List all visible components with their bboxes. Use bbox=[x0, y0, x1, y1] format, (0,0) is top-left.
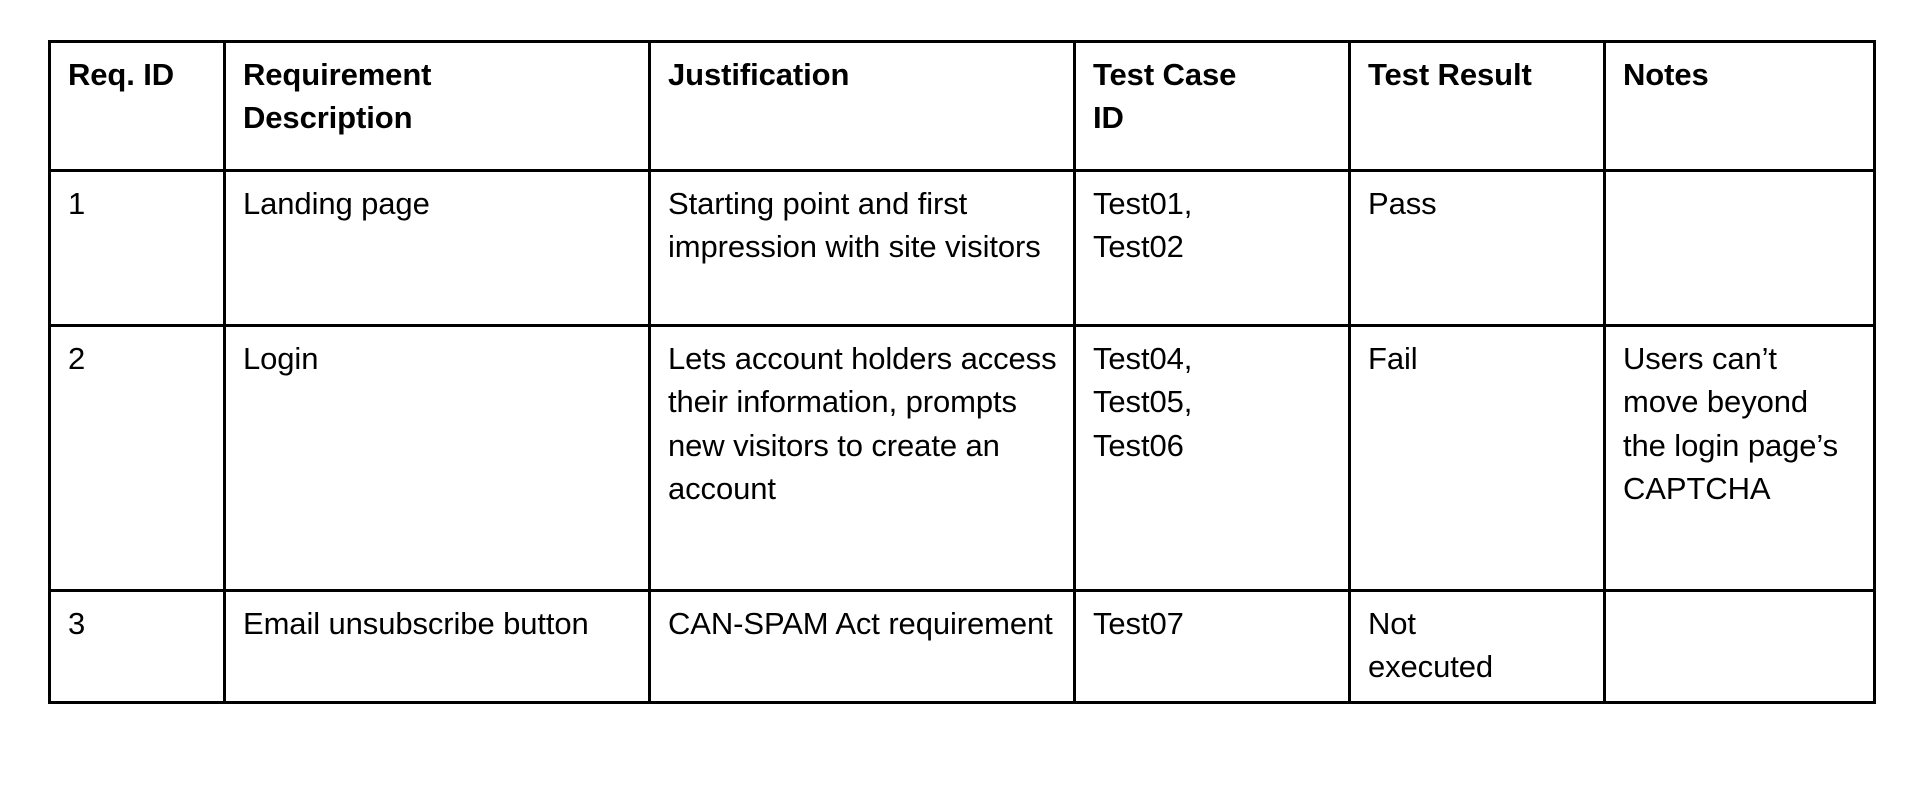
cell-test-result: Pass bbox=[1348, 169, 1606, 327]
cell-req-id-value: 2 bbox=[68, 341, 86, 376]
cell-test-result-value: Fail bbox=[1368, 341, 1418, 376]
cell-test-case-id: Test04, Test05, Test06 bbox=[1073, 324, 1351, 592]
cell-test-result: Fail bbox=[1348, 324, 1606, 592]
column-header-requirement-description: Requirement Description bbox=[223, 40, 651, 172]
cell-requirement-description-value: Email unsubscribe button bbox=[243, 606, 589, 641]
table-body: 1 Landing page Starting point and first … bbox=[48, 169, 1876, 704]
cell-req-id: 2 bbox=[48, 324, 226, 592]
cell-requirement-description: Email unsubscribe button bbox=[223, 589, 651, 704]
column-header-req-id-label: Req. ID bbox=[68, 57, 175, 92]
cell-req-id-value: 3 bbox=[68, 606, 86, 641]
cell-test-case-id-value: Test07 bbox=[1093, 606, 1184, 641]
column-header-justification-label: Justification bbox=[668, 57, 850, 92]
cell-req-id-value: 1 bbox=[68, 186, 86, 221]
cell-test-case-id-value: Test04, Test05, Test06 bbox=[1093, 341, 1193, 463]
table-row: 1 Landing page Starting point and first … bbox=[48, 169, 1876, 327]
cell-justification-value: CAN-SPAM Act requirement bbox=[668, 606, 1053, 641]
table-row: 3 Email unsubscribe button CAN-SPAM Act … bbox=[48, 589, 1876, 704]
table-header: Req. ID Requirement Description Justific… bbox=[48, 40, 1876, 172]
cell-justification: CAN-SPAM Act requirement bbox=[648, 589, 1076, 704]
cell-requirement-description: Landing page bbox=[223, 169, 651, 327]
cell-test-case-id: Test01, Test02 bbox=[1073, 169, 1351, 327]
cell-notes bbox=[1603, 589, 1876, 704]
column-header-test-case-id: Test Case ID bbox=[1073, 40, 1351, 172]
cell-requirement-description: Login bbox=[223, 324, 651, 592]
column-header-notes-label: Notes bbox=[1623, 57, 1709, 92]
cell-justification-value: Starting point and first impression with… bbox=[668, 186, 1041, 265]
cell-req-id: 1 bbox=[48, 169, 226, 327]
column-header-requirement-description-label: Requirement Description bbox=[243, 57, 432, 136]
cell-notes bbox=[1603, 169, 1876, 327]
column-header-req-id: Req. ID bbox=[48, 40, 226, 172]
cell-requirement-description-value: Landing page bbox=[243, 186, 430, 221]
table-header-row: Req. ID Requirement Description Justific… bbox=[48, 40, 1876, 172]
cell-justification-value: Lets account holders access their inform… bbox=[668, 341, 1057, 507]
requirements-traceability-table: Req. ID Requirement Description Justific… bbox=[48, 40, 1876, 704]
cell-notes-value: Users can’t move beyond the login page’s… bbox=[1623, 341, 1839, 507]
cell-test-case-id: Test07 bbox=[1073, 589, 1351, 704]
table-row: 2 Login Lets account holders access thei… bbox=[48, 324, 1876, 592]
column-header-test-case-id-label: Test Case ID bbox=[1093, 57, 1237, 136]
cell-test-case-id-value: Test01, Test02 bbox=[1093, 186, 1193, 265]
column-header-test-result: Test Result bbox=[1348, 40, 1606, 172]
column-header-notes: Notes bbox=[1603, 40, 1876, 172]
cell-test-result: Not executed bbox=[1348, 589, 1606, 704]
cell-justification: Lets account holders access their inform… bbox=[648, 324, 1076, 592]
cell-req-id: 3 bbox=[48, 589, 226, 704]
column-header-justification: Justification bbox=[648, 40, 1076, 172]
cell-justification: Starting point and first impression with… bbox=[648, 169, 1076, 327]
cell-test-result-value: Pass bbox=[1368, 186, 1437, 221]
cell-requirement-description-value: Login bbox=[243, 341, 319, 376]
column-header-test-result-label: Test Result bbox=[1368, 57, 1532, 92]
cell-notes: Users can’t move beyond the login page’s… bbox=[1603, 324, 1876, 592]
cell-test-result-value: Not executed bbox=[1368, 606, 1494, 685]
